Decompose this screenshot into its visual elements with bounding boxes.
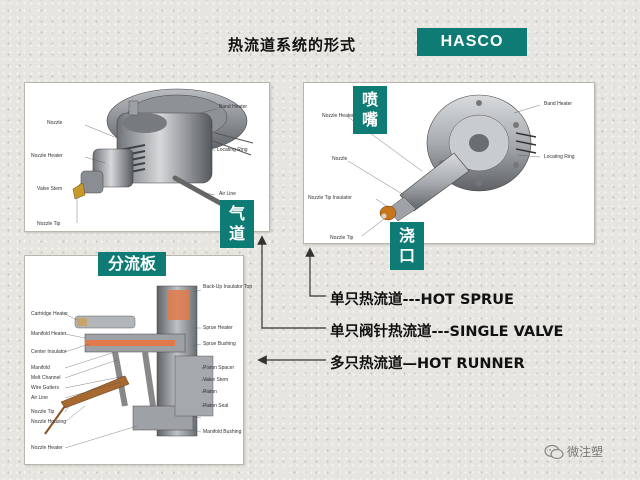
label-nozzle-heater: Nozzle Heater <box>31 445 63 451</box>
label-air-line: Air Line <box>31 395 48 401</box>
gate-tag-char-2: 口 <box>398 246 415 265</box>
label-piston: Piston <box>203 389 217 395</box>
label-valve-stem: Valve Stem <box>203 377 229 383</box>
gate-tag-char-1: 浇 <box>398 226 415 245</box>
label-nozzle-housing: Nozzle Housing <box>31 419 67 425</box>
label-nozzle: Nozzle <box>332 156 348 162</box>
air-channel-tag-char-2: 道 <box>228 224 245 243</box>
label-manifold-heater: Manifold Heater <box>31 331 67 337</box>
hot-sprue-illustration <box>347 94 541 237</box>
label-nozzle-tip: Nozzle Tip <box>37 221 61 227</box>
label-piston-seal: Piston Seal <box>203 403 229 409</box>
label-locating-ring: Locating Ring <box>544 154 575 160</box>
label-nozzle-heater: Nozzle Heater <box>322 113 354 119</box>
label-center-insulator: Center Insulator <box>31 349 67 355</box>
manifold-tag: 分流板 <box>98 252 166 276</box>
label-manifold: Manifold <box>31 365 50 371</box>
label-wire-gutters: Wire Gutters <box>31 385 60 391</box>
label-nozzle-tip: Nozzle Tip <box>31 409 55 415</box>
label-cartridge-heater: Cartridge Heater <box>31 311 68 317</box>
description-hot-runner: 多只热流道—HOT RUNNER <box>330 356 525 372</box>
arrow-single-valve <box>257 235 326 329</box>
arrow-hot-sprue <box>305 247 326 297</box>
watermark-text: 微注塑 <box>567 445 604 459</box>
label-melt-channel: Melt Channel <box>31 375 61 381</box>
description-single-valve: 单只阀针热流道---SINGLE VALVE <box>330 324 564 340</box>
single-valve-illustration <box>72 88 254 223</box>
label-nozzle-heater: Nozzle Heater <box>31 153 63 159</box>
label-nozzle-tip: Nozzle Tip <box>330 235 354 241</box>
nozzle-tag: 喷 嘴 <box>353 86 387 134</box>
label-sprue-bushing: Sprue Bushing <box>203 341 236 347</box>
page-title: 热流道系统的形式 <box>228 36 357 54</box>
label-valve-stem: Valve Stem <box>37 186 63 192</box>
label-sprue-heater: Sprue Heater <box>203 325 233 331</box>
nozzle-tag-char-2: 嘴 <box>361 110 378 129</box>
gate-tag: 浇 口 <box>390 222 424 270</box>
watermark: 微注塑 <box>544 443 603 460</box>
wechat-icon <box>544 444 564 459</box>
label-nozzle-tip-insulator: Nozzle Tip Insulator <box>308 195 352 201</box>
label-manifold-bushing: Manifold Bushing <box>203 429 242 435</box>
hasco-badge: HASCO <box>417 28 527 56</box>
label-nozzle: Nozzle <box>47 120 63 126</box>
label-air-line: Air Line <box>219 191 236 197</box>
hot-runner-illustration <box>44 285 214 449</box>
air-channel-tag-char-1: 气 <box>228 204 245 223</box>
label-back-up-insulator-top: Back-Up Insulator Top <box>203 284 253 290</box>
label-band-heater: Band Heater <box>544 101 573 107</box>
nozzle-tag-char-1: 喷 <box>361 90 378 109</box>
label-piston-spacer: Piston Spacer <box>203 365 235 371</box>
hot-runner-figure-panel: Cartridge Heater Manifold Heater Center … <box>24 255 252 465</box>
label-band-heater: Band Heater <box>219 104 248 110</box>
label-locating-ring: Locating Ring <box>217 147 248 153</box>
air-channel-tag: 气 道 <box>220 200 254 248</box>
description-hot-sprue: 单只热流道---HOT SPRUE <box>330 292 514 308</box>
hot-sprue-figure-panel: Nozzle Heater Nozzle Nozzle Tip Insulato… <box>303 82 595 244</box>
